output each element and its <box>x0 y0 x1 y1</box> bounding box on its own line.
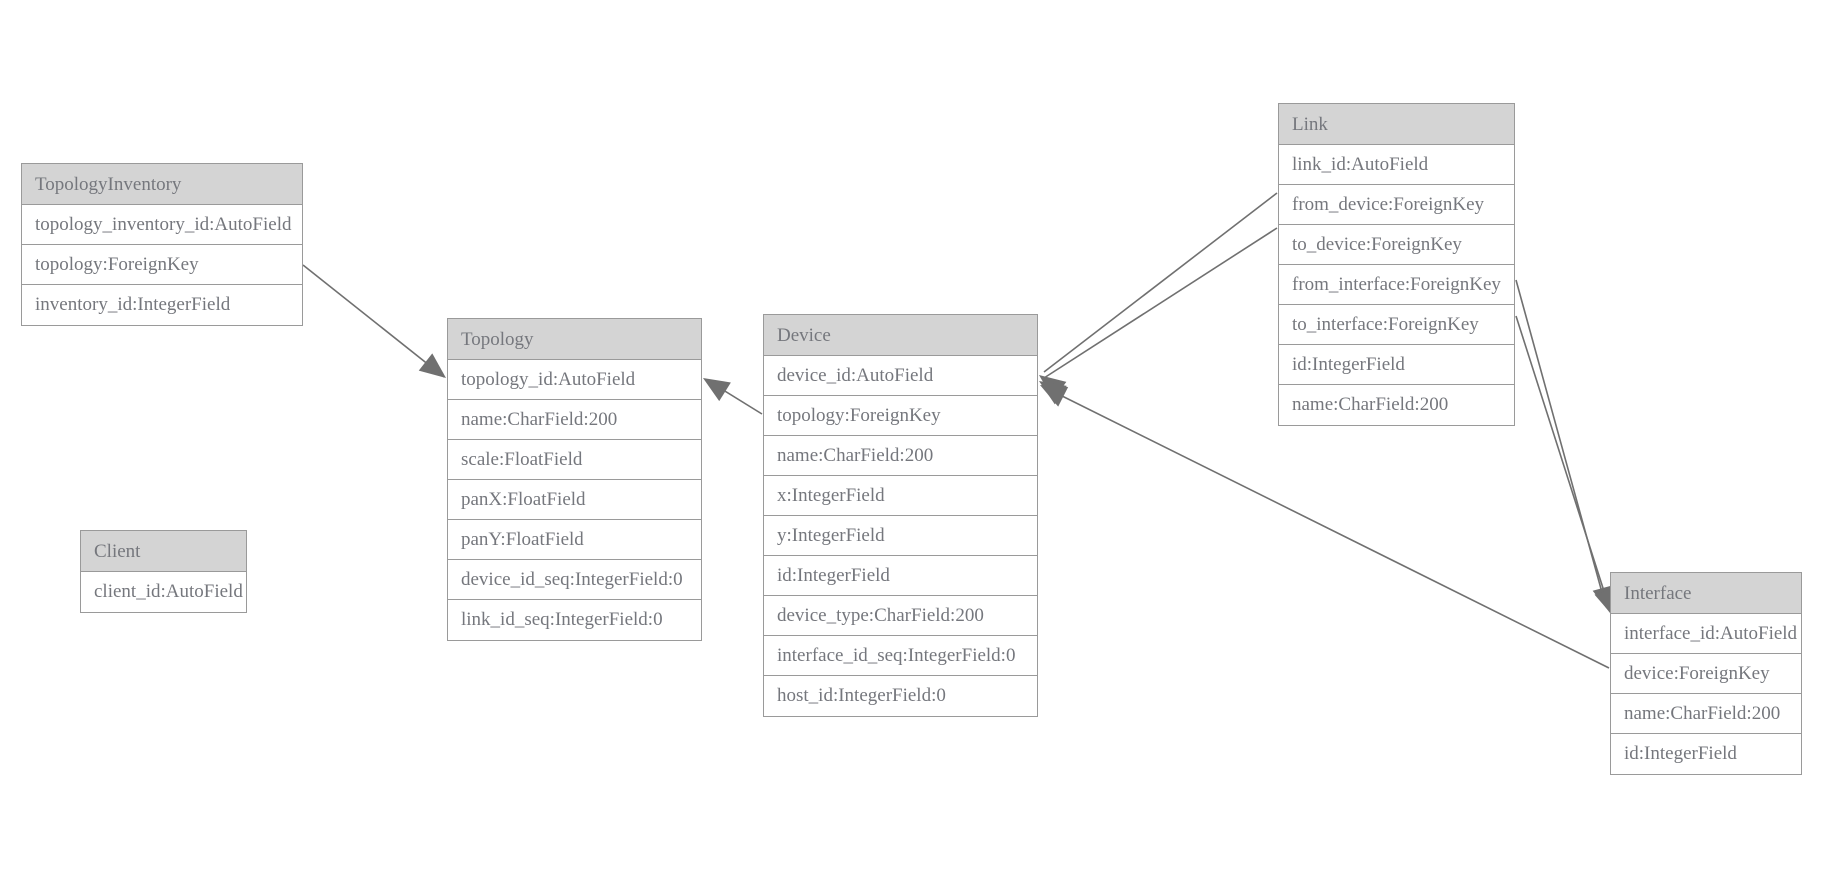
relationship-arrowhead <box>703 378 731 402</box>
entity-field-topology_inventory-1[interactable]: topology:ForeignKey <box>22 245 302 285</box>
entity-field-device-2[interactable]: name:CharField:200 <box>764 436 1037 476</box>
relationship-arrowhead <box>1040 385 1069 407</box>
entity-title-client: Client <box>81 531 246 572</box>
entity-field-link-0[interactable]: link_id:AutoField <box>1279 145 1514 185</box>
entity-field-topology_inventory-0[interactable]: topology_inventory_id:AutoField <box>22 205 302 245</box>
entity-field-topology-4[interactable]: panY:FloatField <box>448 520 701 560</box>
entity-field-interface-1[interactable]: device:ForeignKey <box>1611 654 1801 694</box>
relationship-line <box>1043 192 1278 373</box>
entity-field-device-1[interactable]: topology:ForeignKey <box>764 396 1037 436</box>
relationship-rel-link-frominterface-interface <box>1515 279 1614 613</box>
entity-title-device: Device <box>764 315 1037 356</box>
entity-title-topology: Topology <box>448 319 701 360</box>
relationship-line <box>1515 279 1607 608</box>
entity-title-topology_inventory: TopologyInventory <box>22 164 302 205</box>
relationship-line <box>302 264 445 378</box>
entity-field-topology-0[interactable]: topology_id:AutoField <box>448 360 701 400</box>
entity-field-topology-1[interactable]: name:CharField:200 <box>448 400 701 440</box>
entity-field-topology-5[interactable]: device_id_seq:IntegerField:0 <box>448 560 701 600</box>
entity-field-link-3[interactable]: from_interface:ForeignKey <box>1279 265 1514 305</box>
entity-field-topology_inventory-2[interactable]: inventory_id:IntegerField <box>35 294 231 315</box>
entity-field-device-8[interactable]: host_id:IntegerField:0 <box>777 685 946 706</box>
entity-field-device-4[interactable]: y:IntegerField <box>764 516 1037 556</box>
relationship-rel-device-topology <box>703 378 763 415</box>
relationship-line <box>1043 227 1278 379</box>
entity-field-interface-2[interactable]: name:CharField:200 <box>1611 694 1801 734</box>
entity-field-topology-2[interactable]: scale:FloatField <box>448 440 701 480</box>
entity-field-topology-3[interactable]: panX:FloatField <box>448 480 701 520</box>
entity-field-client-0[interactable]: client_id:AutoField <box>94 581 243 602</box>
entity-field-link-5[interactable]: id:IntegerField <box>1279 345 1514 385</box>
entity-field-device-5[interactable]: id:IntegerField <box>764 556 1037 596</box>
relationship-line <box>1515 315 1611 611</box>
relationship-line <box>706 379 763 415</box>
relationship-rel-link-tointerface-interface <box>1515 315 1616 616</box>
entity-field-device-0[interactable]: device_id:AutoField <box>764 356 1037 396</box>
relationship-line <box>1045 387 1610 669</box>
entity-field-link-4[interactable]: to_interface:ForeignKey <box>1279 305 1514 345</box>
entity-title-link: Link <box>1279 104 1514 145</box>
relationship-rel-link-fromdevice-device <box>1039 192 1278 400</box>
relationship-rel-link-todevice-device <box>1039 227 1278 405</box>
entity-field-device-3[interactable]: x:IntegerField <box>764 476 1037 516</box>
entity-field-interface-0[interactable]: interface_id:AutoField <box>1611 614 1801 654</box>
entity-field-device-7[interactable]: interface_id_seq:IntegerField:0 <box>764 636 1037 676</box>
entity-field-interface-3[interactable]: id:IntegerField <box>1624 743 1737 764</box>
entity-field-link-6[interactable]: name:CharField:200 <box>1292 394 1449 415</box>
entity-box-client[interactable]: Client client_id:AutoField <box>80 530 247 613</box>
entity-field-link-1[interactable]: from_device:ForeignKey <box>1279 185 1514 225</box>
entity-field-link-2[interactable]: to_device:ForeignKey <box>1279 225 1514 265</box>
relationship-rel-topologyinventory-topology <box>302 264 446 378</box>
entity-field-device-6[interactable]: device_type:CharField:200 <box>764 596 1037 636</box>
entity-field-topology-6[interactable]: link_id_seq:IntegerField:0 <box>461 609 663 630</box>
entity-title-interface: Interface <box>1611 573 1801 614</box>
relationship-arrowhead <box>1039 381 1067 405</box>
